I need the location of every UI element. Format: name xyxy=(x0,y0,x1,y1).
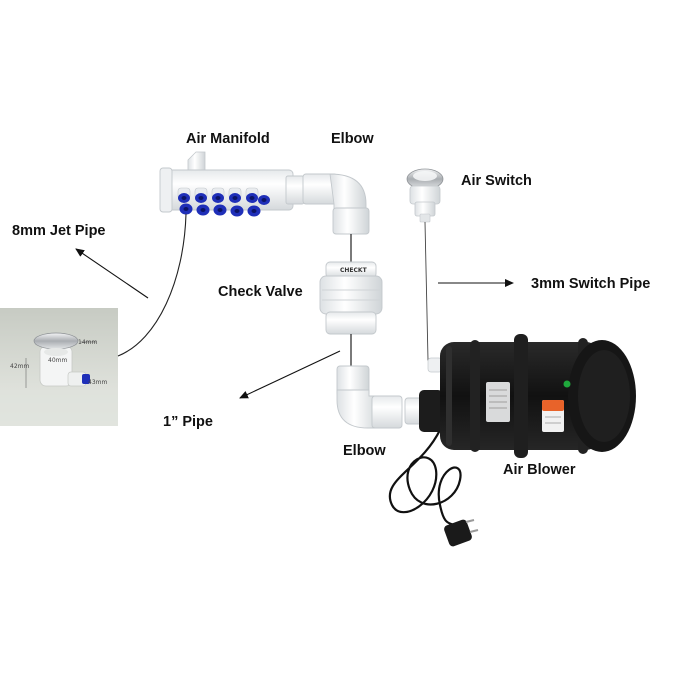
power-indicator xyxy=(563,380,571,388)
label-air-blower: Air Blower xyxy=(503,462,576,478)
plug-icon xyxy=(444,519,479,547)
label-air-switch: Air Switch xyxy=(461,173,532,189)
power-cord xyxy=(388,429,462,529)
label-air-manifold: Air Manifold xyxy=(186,131,270,147)
elbow-bottom xyxy=(336,365,403,429)
jet-dim-2: 40mm xyxy=(48,357,67,364)
jet-dim-4: 43mm xyxy=(88,379,107,386)
elbow-top xyxy=(302,173,370,235)
manifold-outlets-top xyxy=(177,187,259,203)
label-elbow-bottom: Elbow xyxy=(343,443,386,459)
air-blower xyxy=(388,334,636,547)
jet-pipe-line xyxy=(117,213,187,357)
jet-dim-3: 42mm xyxy=(10,363,29,370)
switch-pipe-line xyxy=(424,221,433,369)
label-jet-pipe: 8mm Jet Pipe xyxy=(12,223,106,239)
arrow-icon xyxy=(75,248,149,299)
label-switch-pipe: 3mm Switch Pipe xyxy=(531,276,651,292)
air-switch xyxy=(406,168,444,223)
jet-dim-1: 14mm xyxy=(78,339,97,346)
label-check-valve: Check Valve xyxy=(218,284,303,300)
arrow-icon xyxy=(239,350,341,399)
check-valve: CHECKT xyxy=(319,261,383,335)
label-elbow-top: Elbow xyxy=(331,131,374,147)
check-valve-text: CHECKT xyxy=(340,267,368,274)
air-manifold xyxy=(159,151,305,217)
manifold-outlets-bottom xyxy=(179,195,270,217)
label-1in-pipe: 1” Pipe xyxy=(163,414,213,430)
jet-photo-inset: 14mm 40mm 42mm 43mm xyxy=(0,308,118,426)
